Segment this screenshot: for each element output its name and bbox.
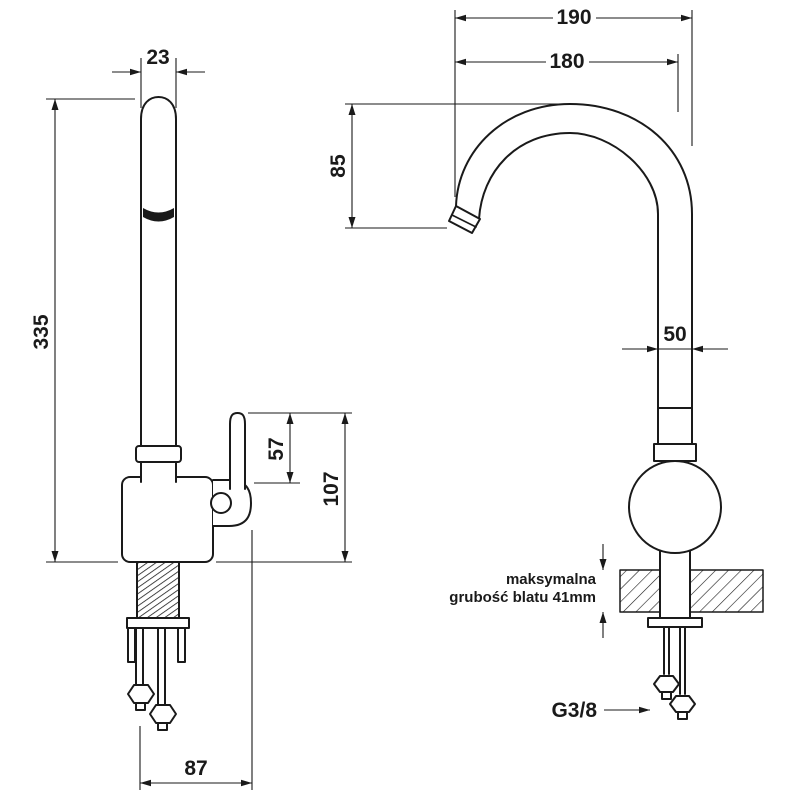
dim-spout-drop — [345, 103, 562, 229]
dim-counter-thickness — [599, 544, 607, 638]
countertop-section — [619, 569, 764, 613]
dimension-labels: 23 335 57 107 87 190 180 85 50 maksymaln… — [30, 6, 687, 780]
side-coupling-1 — [127, 684, 155, 704]
dim-base-depth — [139, 530, 253, 790]
dim-label-total-height: 335 — [30, 314, 53, 349]
label-plate-180 — [546, 51, 589, 73]
side-bracket-left — [127, 627, 136, 663]
countertop-gap — [659, 568, 691, 614]
dim-body-height — [216, 413, 352, 563]
dim-label-total-width: 190 — [556, 6, 591, 29]
dim-label-base-depth: 87 — [184, 757, 207, 780]
side-bracket-right — [177, 627, 186, 663]
thread-pointer-arrow — [604, 706, 650, 714]
dim-label-spout-drop: 85 — [327, 154, 350, 178]
side-hose-1 — [135, 627, 144, 687]
front-nozzle — [448, 205, 481, 234]
side-hose-2 — [157, 627, 166, 707]
dim-label-column-width: 50 — [663, 323, 686, 346]
dim-column-width — [622, 345, 728, 353]
side-handle-lever — [229, 412, 246, 490]
dim-spout-width — [112, 58, 205, 108]
side-coupling-2 — [149, 704, 177, 724]
front-coupling-2-stub — [677, 711, 688, 720]
front-handle-ball — [628, 460, 722, 554]
dim-label-body-height: 107 — [320, 471, 343, 506]
dimension-lines — [46, 10, 728, 790]
front-studs — [663, 626, 686, 695]
front-shank — [659, 547, 691, 619]
thread-label: G3/8 — [551, 699, 597, 722]
dim-label-spout-width: 23 — [146, 46, 169, 69]
side-spout-pipe — [140, 96, 177, 483]
side-washer — [126, 617, 190, 629]
front-coupling-2 — [669, 695, 696, 713]
front-nozzle-rim — [451, 214, 477, 228]
side-collar — [135, 445, 182, 463]
side-threaded-shank — [136, 561, 180, 619]
dim-label-spout-reach: 180 — [549, 50, 584, 73]
front-collar — [653, 443, 697, 462]
side-coupling-1-stub — [135, 702, 146, 711]
front-washer — [647, 617, 703, 628]
front-view-outline — [448, 103, 764, 720]
counter-note-line1: maksymalna — [506, 571, 597, 588]
front-spout-inner — [478, 132, 659, 445]
front-coupling-1 — [653, 675, 680, 693]
side-body — [121, 476, 214, 563]
front-spout-outer — [455, 103, 693, 445]
side-aerator — [143, 208, 174, 222]
side-coupling-2-stub — [157, 722, 168, 731]
side-view-outline — [121, 96, 252, 731]
counter-note-line2: grubość blatu 41mm — [449, 589, 596, 606]
dim-lever-height — [248, 412, 352, 484]
dim-total-height — [46, 98, 135, 563]
dim-label-lever-height: 57 — [265, 437, 288, 460]
front-coupling-1-stub — [661, 691, 672, 700]
label-plate-190 — [553, 7, 596, 29]
side-handle-pivot — [210, 492, 232, 514]
